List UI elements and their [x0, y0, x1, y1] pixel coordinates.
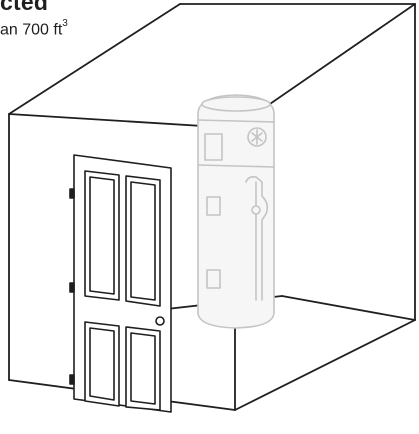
door-panel-bottom-left — [84, 321, 120, 407]
door-hinge-top-icon — [69, 188, 75, 199]
heater-upper-access-panel — [206, 196, 221, 216]
door-panel-top-right-inner — [130, 181, 156, 301]
door-panel-top-right — [125, 175, 161, 307]
door-panel-bottom-right — [125, 326, 161, 411]
heater-display-panel — [204, 133, 223, 161]
door-panel-bottom-left-inner — [89, 327, 115, 401]
door-panel-top-left-inner — [89, 176, 115, 295]
door — [69, 154, 172, 413]
door-hinge-bottom-icon — [69, 374, 75, 385]
room-volume-caption-text: an 700 ft — [0, 21, 63, 39]
heater-fan-blades-icon — [251, 129, 263, 145]
heading-partial-text: cted — [0, 0, 49, 15]
heater-lower-access-panel — [206, 269, 221, 289]
heater-upper-band — [197, 119, 275, 123]
water-heater — [197, 94, 275, 329]
cubic-superscript: 3 — [62, 18, 68, 29]
door-panel-bottom-right-inner — [130, 332, 156, 405]
door-hinge-middle-icon — [69, 282, 75, 293]
heater-lower-band — [197, 164, 275, 168]
heater-pipe-icon — [245, 176, 269, 301]
room-floor-right-edge — [281, 295, 416, 321]
room-volume-caption: an 700 ft3 — [0, 18, 68, 39]
door-panel-top-left — [84, 170, 120, 301]
heater-top-cap — [201, 96, 271, 112]
door-knob-icon — [155, 316, 165, 326]
room-bottom-right-diagonal — [234, 319, 416, 411]
heater-valve-icon — [251, 205, 261, 215]
room-top-left-diagonal — [8, 3, 181, 115]
